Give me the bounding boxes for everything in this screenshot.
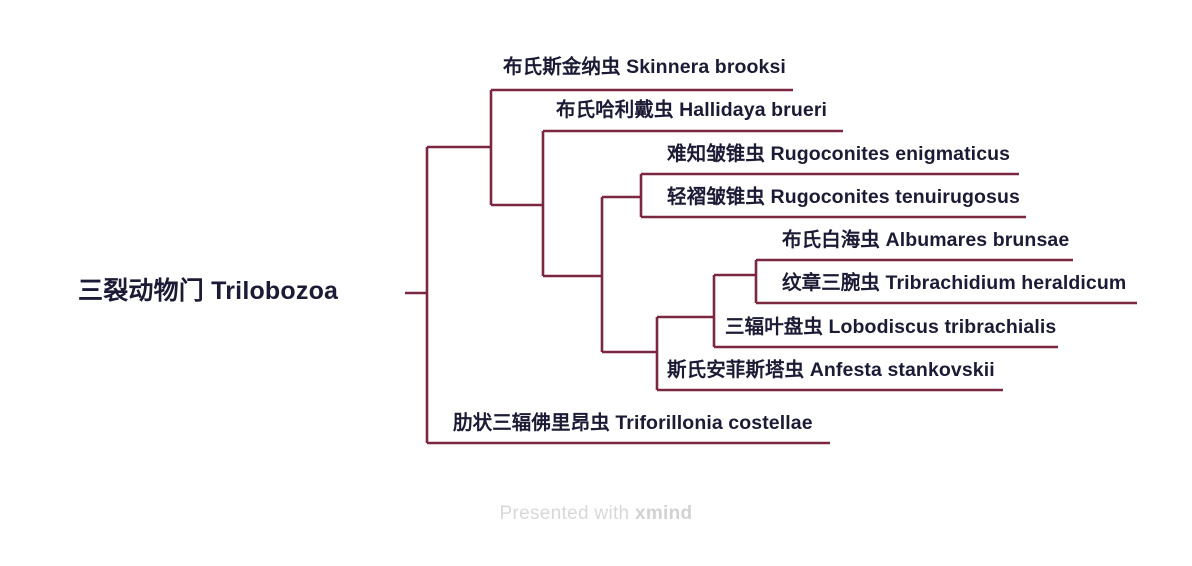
leaf-label-tribrachidium[interactable]: 纹章三腕虫 Tribrachidium heraldicum — [782, 272, 1127, 294]
leaf-label-hallidaya[interactable]: 布氏哈利戴虫 Hallidaya brueri — [556, 99, 828, 121]
leaf-label-lobodiscus[interactable]: 三辐叶盘虫 Lobodiscus tribrachialis — [725, 316, 1057, 338]
leaf-label-skinnera[interactable]: 布氏斯金纳虫 Skinnera brooksi — [503, 56, 786, 78]
leaf-label-rugoconites-tenuirugosus[interactable]: 轻褶皱锥虫 Rugoconites tenuirugosus — [667, 186, 1020, 208]
root-node-label[interactable]: 三裂动物门 Trilobozoa — [78, 277, 339, 305]
leaf-label-albumares[interactable]: 布氏白海虫 Albumares brunsae — [782, 229, 1070, 251]
watermark-prefix: Presented with — [499, 503, 635, 524]
xmind-watermark: Presented with xmind — [0, 503, 1192, 525]
leaf-label-rugoconites-enigmaticus[interactable]: 难知皱锥虫 Rugoconites enigmaticus — [667, 143, 1011, 165]
leaf-label-anfesta[interactable]: 斯氏安菲斯塔虫 Anfesta stankovskii — [667, 359, 995, 381]
watermark-brand: xmind — [635, 503, 693, 524]
leaf-label-triforillonia[interactable]: 肋状三辐佛里昂虫 Triforillonia costellae — [453, 412, 813, 434]
